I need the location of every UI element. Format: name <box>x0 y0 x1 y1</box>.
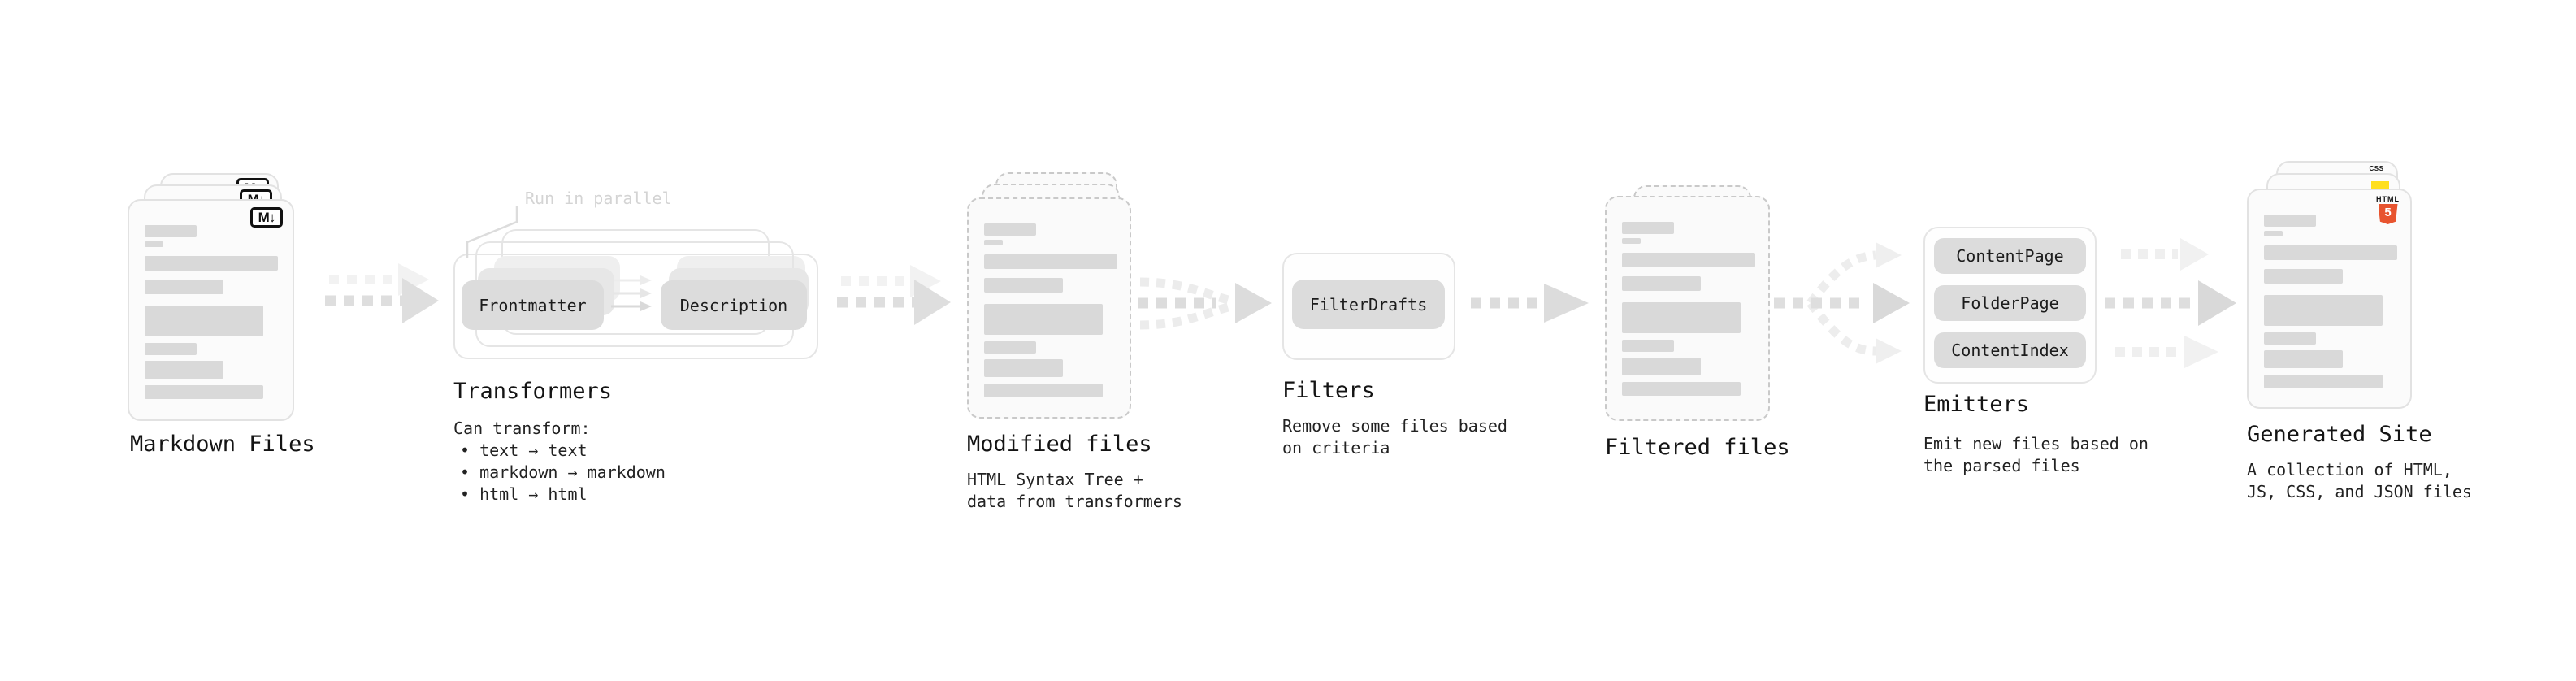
generated-file-card-html: HTML 5 <box>2247 189 2412 409</box>
placeholder-line <box>145 280 223 294</box>
emitters-label: Emitters <box>1923 392 2030 417</box>
generated-site-label: Generated Site <box>2247 422 2432 447</box>
generated-site-desc-line2: JS, CSS, and JSON files <box>2247 482 2472 501</box>
placeholder-line <box>1622 238 1641 244</box>
placeholder-line <box>1622 302 1741 333</box>
transformer-frame-front <box>453 254 818 359</box>
placeholder-line <box>984 278 1063 293</box>
html5-icon: HTML 5 <box>2376 195 2400 224</box>
emitter-pill-contentpage: ContentPage <box>1934 238 2086 274</box>
transformers-bullet: • html → html <box>460 484 588 504</box>
js-icon <box>2371 181 2389 190</box>
flow-arrows-emitters-to-generated <box>2105 238 2236 368</box>
transform-step-arrows <box>611 275 652 311</box>
flow-arrow-filtered-to-emitters <box>1774 242 1910 364</box>
annotation-callout-line <box>466 206 518 258</box>
placeholder-line <box>984 240 1003 245</box>
emitter-pill-folderpage: FolderPage <box>1934 285 2086 321</box>
placeholder-line <box>2264 245 2397 260</box>
placeholder-line <box>984 384 1103 397</box>
markdown-icon: M↓ <box>250 207 283 228</box>
placeholder-line <box>1622 358 1701 375</box>
placeholder-line <box>2264 215 2316 227</box>
filtered-files-label: Filtered files <box>1605 435 1790 460</box>
markdown-files-label: Markdown Files <box>130 432 315 457</box>
flow-arrow-transformers-to-modified <box>837 265 951 325</box>
placeholder-line <box>2264 231 2283 236</box>
transformers-bullet: • text → text <box>460 440 588 460</box>
placeholder-line <box>984 304 1103 335</box>
filters-label: Filters <box>1282 378 1375 403</box>
placeholder-line <box>984 254 1117 269</box>
placeholder-line <box>145 241 163 247</box>
html5-icon-word: HTML <box>2376 195 2400 203</box>
filter-pill: FilterDrafts <box>1292 280 1445 329</box>
flow-arrow-modified-to-filters <box>1138 277 1272 330</box>
css-icon-word: CSS <box>2369 165 2384 172</box>
filters-desc-line2: on criteria <box>1282 438 1390 458</box>
transformers-bullet: • markdown → markdown <box>460 462 666 482</box>
placeholder-line <box>2264 295 2383 326</box>
placeholder-line <box>2264 269 2343 284</box>
transformers-desc-title: Can transform: <box>453 419 591 438</box>
placeholder-line <box>145 361 223 379</box>
emitters-desc-line1: Emit new files based on <box>1923 434 2149 453</box>
modified-files-desc-line1: HTML Syntax Tree + <box>967 470 1143 489</box>
placeholder-line <box>2264 332 2316 345</box>
run-in-parallel-annotation: Run in parallel <box>525 189 672 208</box>
placeholder-line <box>984 341 1036 354</box>
placeholder-line <box>984 223 1036 236</box>
html5-icon-shield: 5 <box>2378 204 2398 224</box>
placeholder-line <box>145 306 263 336</box>
modified-files-desc-line2: data from transformers <box>967 492 1182 511</box>
placeholder-line <box>145 385 263 399</box>
placeholder-line <box>984 359 1063 377</box>
flow-arrow-markdown-to-transformers <box>325 263 439 323</box>
transformer-input-pill: Frontmatter <box>462 280 604 330</box>
markdown-file-card-front: M↓ <box>128 199 294 421</box>
placeholder-line <box>145 225 197 237</box>
placeholder-line <box>1622 276 1701 291</box>
placeholder-line <box>1622 253 1755 267</box>
filtered-file-card-front <box>1605 196 1770 421</box>
filters-desc-line1: Remove some files based <box>1282 416 1507 436</box>
transformer-output-pill: Description <box>661 280 807 330</box>
generated-site-desc-line1: A collection of HTML, <box>2247 460 2452 479</box>
html5-icon-number: 5 <box>2384 206 2392 219</box>
placeholder-line <box>1622 382 1741 396</box>
placeholder-line <box>145 256 278 271</box>
placeholder-line <box>145 343 197 355</box>
transformers-label: Transformers <box>453 379 613 404</box>
placeholder-line <box>2264 350 2343 368</box>
placeholder-line <box>1622 222 1674 234</box>
modified-file-card-front <box>967 197 1131 419</box>
placeholder-line <box>1622 340 1674 352</box>
placeholder-line <box>2264 375 2383 388</box>
flow-arrow-filters-to-filtered <box>1471 284 1589 323</box>
emitter-pill-contentindex: ContentIndex <box>1934 332 2086 368</box>
emitters-desc-line2: the parsed files <box>1923 456 2080 475</box>
modified-files-label: Modified files <box>967 432 1152 457</box>
